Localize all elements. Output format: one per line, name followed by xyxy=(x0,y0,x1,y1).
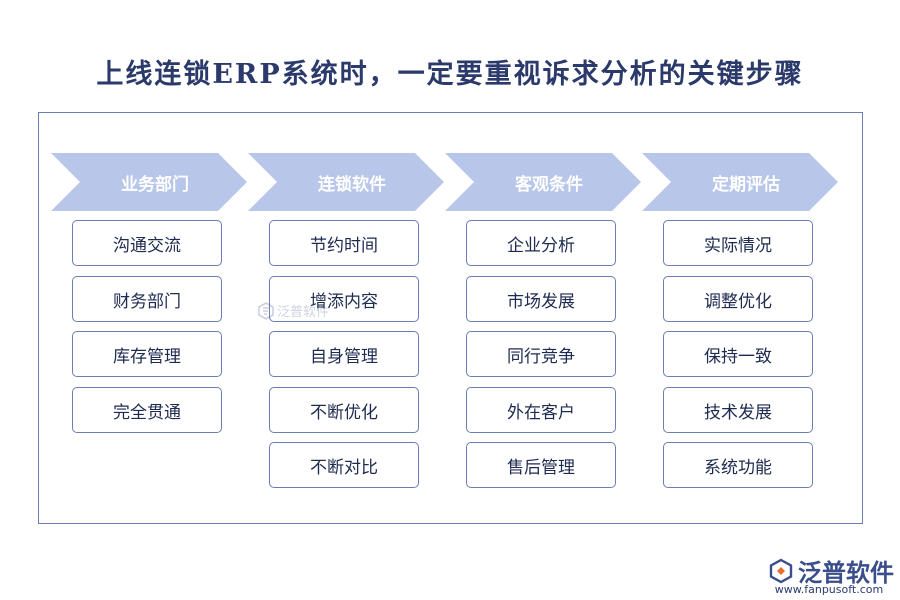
step-box: 实际情况 xyxy=(663,220,813,266)
step-box: 外在客户 xyxy=(466,387,616,433)
diagram-frame xyxy=(38,112,863,524)
column-header-chevron: 客观条件 xyxy=(445,153,641,211)
step-box: 库存管理 xyxy=(72,331,222,377)
column-header-chevron: 连锁软件 xyxy=(248,153,444,211)
fanpu-logo-icon xyxy=(769,558,793,583)
watermark-text: 泛普软件 xyxy=(277,305,330,320)
step-box: 沟通交流 xyxy=(72,220,222,266)
step-box: 完全贯通 xyxy=(72,387,222,433)
column-header-label: 业务部门 xyxy=(121,174,189,195)
step-box: 调整优化 xyxy=(663,276,813,322)
brand-logo: 泛普软件 xyxy=(768,553,894,588)
column-objective-conditions: 客观条件 企业分析 市场发展 同行竞争 外在客户 售后管理 xyxy=(445,153,641,493)
brand-name: 泛普软件 xyxy=(798,559,894,587)
column-header-label: 连锁软件 xyxy=(318,174,386,195)
step-box: 保持一致 xyxy=(663,331,813,377)
watermark: 泛普软件 xyxy=(258,301,329,320)
step-box: 财务部门 xyxy=(72,276,222,322)
brand-url: www.fanpusoft.com xyxy=(774,583,884,596)
step-box: 市场发展 xyxy=(466,276,616,322)
step-box: 增添内容 xyxy=(269,276,419,322)
diagram-title: 上线连锁ERP系统时，一定要重视诉求分析的关键步骤 xyxy=(96,59,804,90)
column-business-dept: 业务部门 沟通交流 财务部门 库存管理 完全贯通 xyxy=(51,153,247,493)
step-box: 不断对比 xyxy=(269,442,419,488)
step-box: 企业分析 xyxy=(466,220,616,266)
step-box: 系统功能 xyxy=(663,442,813,488)
column-chain-software: 连锁软件 节约时间 增添内容 自身管理 不断优化 不断对比 xyxy=(248,153,444,493)
step-box: 自身管理 xyxy=(269,331,419,377)
fanpu-logo-icon xyxy=(258,301,274,320)
step-box: 节约时间 xyxy=(269,220,419,266)
step-box: 同行竞争 xyxy=(466,331,616,377)
column-header-label: 定期评估 xyxy=(712,174,780,195)
column-periodic-evaluation: 定期评估 实际情况 调整优化 保持一致 技术发展 系统功能 xyxy=(642,153,838,493)
column-header-chevron: 定期评估 xyxy=(642,153,838,211)
step-box: 不断优化 xyxy=(269,387,419,433)
column-header-label: 客观条件 xyxy=(515,174,583,195)
step-box: 技术发展 xyxy=(663,387,813,433)
step-box: 售后管理 xyxy=(466,442,616,488)
column-header-chevron: 业务部门 xyxy=(51,153,247,211)
